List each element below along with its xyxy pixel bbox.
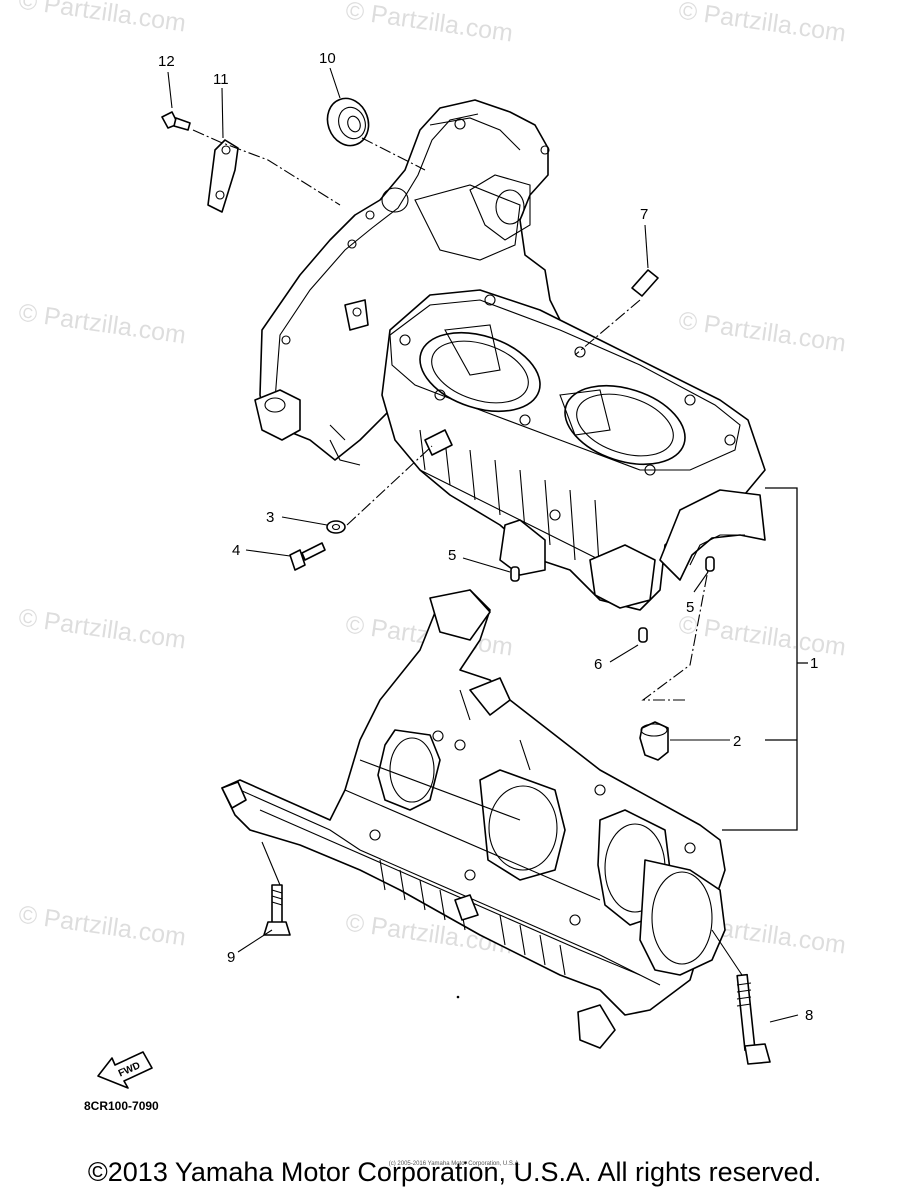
callout-2: 2 bbox=[733, 733, 741, 750]
callout-6: 6 bbox=[594, 656, 602, 673]
stud-pin[interactable] bbox=[631, 269, 659, 297]
bolt-short[interactable] bbox=[263, 884, 291, 936]
leader-line bbox=[769, 1014, 799, 1023]
callout-10: 10 bbox=[319, 50, 336, 67]
bearing[interactable] bbox=[321, 93, 375, 152]
flange-bolt[interactable] bbox=[289, 542, 326, 571]
callout-1: 1 bbox=[810, 655, 818, 672]
pin[interactable] bbox=[638, 627, 648, 643]
copyright-notice: ©2013 Yamaha Motor Corporation, U.S.A. A… bbox=[87, 1157, 822, 1187]
small-copyright: (c) 2005-2016 Yamaha Motor Corporation, … bbox=[388, 1161, 521, 1167]
callout-8: 8 bbox=[805, 1007, 813, 1024]
dowel-pin[interactable] bbox=[510, 556, 715, 582]
callout-5b: 5 bbox=[686, 599, 694, 616]
callout-9: 9 bbox=[227, 949, 235, 966]
leader-line bbox=[329, 67, 341, 99]
leader-line bbox=[237, 929, 273, 953]
lower-crankcase[interactable] bbox=[221, 589, 726, 1049]
callout-7: 7 bbox=[640, 206, 648, 223]
group-bracket bbox=[722, 487, 808, 831]
leader-line bbox=[644, 224, 649, 269]
callout-4: 4 bbox=[232, 542, 240, 559]
callout-5: 5 bbox=[448, 547, 456, 564]
leader-line bbox=[245, 549, 291, 557]
fwd-arrow-icon: FWD bbox=[97, 1051, 153, 1089]
washer[interactable] bbox=[326, 520, 346, 534]
upper-crankcase[interactable] bbox=[254, 99, 766, 611]
screw[interactable] bbox=[161, 111, 191, 131]
plug[interactable] bbox=[639, 721, 669, 761]
callout-3: 3 bbox=[266, 509, 274, 526]
bracket-plate[interactable] bbox=[207, 139, 239, 213]
leader-line bbox=[693, 571, 709, 593]
callout-11: 11 bbox=[213, 71, 229, 88]
leader-line bbox=[462, 557, 511, 573]
bolt-long[interactable] bbox=[736, 973, 771, 1065]
leader-line bbox=[281, 516, 328, 526]
leader-line bbox=[609, 644, 639, 663]
leader-line bbox=[221, 87, 224, 139]
callout-12: 12 bbox=[158, 53, 175, 70]
leader-line bbox=[167, 71, 173, 109]
diagram-code: 8CR100-7090 bbox=[84, 1099, 159, 1113]
